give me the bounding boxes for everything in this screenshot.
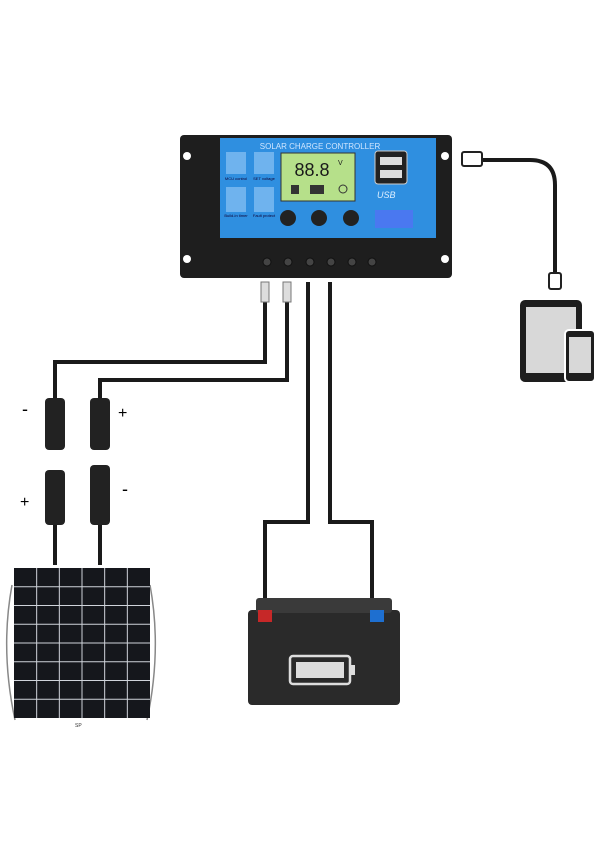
mc4-top-left xyxy=(45,398,65,450)
svg-text:Fault protect: Fault protect xyxy=(253,213,276,218)
connector-label-bottom-left: + xyxy=(20,494,29,511)
panel-brand: SP xyxy=(75,723,82,729)
svg-text:MCU control: MCU control xyxy=(225,176,247,181)
usb-label: USB xyxy=(377,190,396,200)
usb-cable xyxy=(480,158,557,275)
mc4-bottom-right xyxy=(90,465,110,525)
solar-panel xyxy=(5,568,157,721)
mc4-bottom-left xyxy=(45,470,65,525)
wires xyxy=(53,158,557,600)
lcd-unit: V xyxy=(338,160,343,167)
wire-ferrules xyxy=(260,281,292,303)
terminal-screws xyxy=(262,257,377,267)
feature-icons: MCU control SET voltage Build-in timer F… xyxy=(224,152,276,218)
svg-text:Build-in timer: Build-in timer xyxy=(224,213,248,218)
pv-negative-wire xyxy=(53,300,267,400)
charge-controller: SOLAR CHARGE CONTROLLER 88.8 V MCU contr… xyxy=(180,135,452,278)
lcd-value: 88.8 xyxy=(294,160,329,180)
connector-label-top-left: - xyxy=(22,399,28,419)
mc4-connectors xyxy=(45,398,110,525)
battery xyxy=(248,598,400,705)
mc4-top-right xyxy=(90,398,110,450)
battery-level-icon xyxy=(288,654,355,686)
connector-label-bottom-right: - xyxy=(122,479,128,499)
gear-icon xyxy=(254,152,274,174)
lcd-flow-icons xyxy=(291,184,348,194)
usb-ports[interactable] xyxy=(374,150,408,185)
controller-title: SOLAR CHARGE CONTROLLER xyxy=(260,142,381,151)
svg-text:SET voltage: SET voltage xyxy=(253,176,275,181)
usb-plug xyxy=(461,151,483,167)
battery-positive-terminal xyxy=(370,610,384,622)
clock-icon xyxy=(226,187,246,212)
down-button[interactable] xyxy=(343,210,359,226)
battery-wire-left xyxy=(263,282,310,600)
lock-icon xyxy=(254,187,274,212)
connector-label-top-right: + xyxy=(118,405,127,422)
menu-button[interactable] xyxy=(280,210,296,226)
battery-wire-right xyxy=(328,282,374,600)
tablet-phone-icon xyxy=(520,300,596,383)
usb-plug-device xyxy=(548,272,562,290)
battery-negative-terminal xyxy=(258,610,272,622)
up-button[interactable] xyxy=(311,210,327,226)
pv-positive-wire xyxy=(98,300,289,400)
mcu-icon xyxy=(226,152,246,174)
